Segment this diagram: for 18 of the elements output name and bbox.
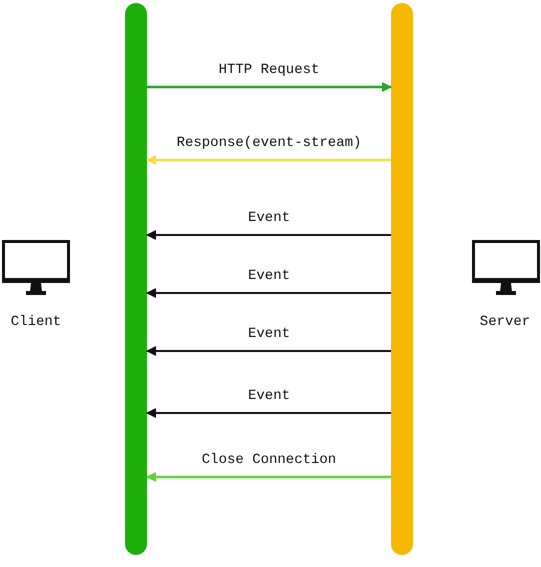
- edge-label: Event: [246, 387, 291, 406]
- edge-label: Response(event-stream): [176, 134, 362, 153]
- edge-label: HTTP Request: [218, 61, 320, 80]
- arrow: [147, 82, 392, 92]
- lifeline-bar: [125, 3, 147, 555]
- arrow: [146, 472, 391, 482]
- participant-label: Server: [480, 313, 530, 332]
- participant-label: Client: [10, 313, 62, 332]
- arrow: [146, 408, 391, 418]
- arrow: [146, 155, 391, 165]
- arrow: [146, 230, 391, 240]
- edge-label: Event: [246, 267, 291, 286]
- edge-label: Close Connection: [200, 451, 338, 470]
- lifeline-bar: [391, 3, 413, 555]
- arrow: [146, 288, 391, 298]
- arrow: [146, 346, 391, 356]
- edge-label: Event: [246, 325, 291, 344]
- edge-label: Event: [246, 209, 291, 228]
